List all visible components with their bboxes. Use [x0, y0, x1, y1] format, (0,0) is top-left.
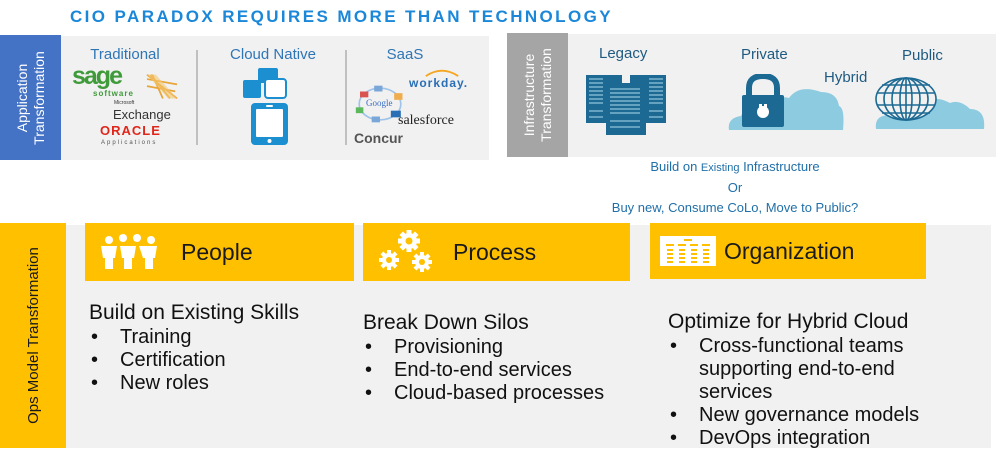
gears-icon — [379, 230, 432, 272]
padlock-cloud-icon — [728, 74, 844, 130]
workday-logo: workday. — [409, 76, 469, 90]
server-rack-icon — [586, 75, 666, 135]
concur-logo: Concur — [354, 130, 403, 146]
list-item: Provisioning — [363, 336, 604, 359]
oracle-logo: ORACLE — [100, 123, 161, 138]
process-label: Process — [453, 238, 537, 265]
organization-content: Optimize for Hybrid Cloud Cross-function… — [668, 310, 919, 450]
infrastructure-note: Build on Existing Infrastructure Or Buy … — [560, 157, 910, 218]
globe-cloud-icon — [875, 77, 985, 129]
list-item: Cross-functional teams — [668, 335, 919, 358]
organization-label: Organization — [724, 237, 855, 264]
note-text: Infrastructure — [739, 159, 820, 174]
ops-label-text: Ops Model Transformation — [24, 247, 42, 424]
label-line: Transformation — [537, 48, 554, 142]
sage-software-text: software — [93, 89, 134, 98]
hybrid-title: Hybrid — [824, 69, 868, 86]
people-group-icon — [101, 234, 157, 269]
note-line-2: Or — [727, 180, 743, 195]
people-label: People — [181, 238, 253, 265]
sage-logo: sage — [72, 62, 123, 90]
list-item: Cloud-based processes — [363, 382, 604, 405]
list-item: New roles — [89, 372, 299, 395]
list-item-continuation: supporting end-to-end — [699, 358, 895, 380]
ops-model-transformation-label: Ops Model Transformation — [0, 223, 66, 448]
people-content: Build on Existing Skills Training Certif… — [89, 301, 299, 395]
oracle-applications-text: Applications — [101, 140, 158, 146]
people-heading: Build on Existing Skills — [89, 301, 300, 324]
column-divider — [345, 50, 347, 145]
google-logo: Google — [366, 98, 393, 108]
infrastructure-transformation-label: Infrastructure Transformation — [507, 33, 568, 157]
people-header: People — [85, 223, 354, 281]
microsoft-text: Microsoft — [114, 100, 135, 106]
column-divider — [196, 50, 198, 145]
note-text-existing: Existing — [700, 162, 740, 174]
exchange-logo: Exchange — [113, 107, 171, 122]
people-bullets: Training Certification New roles — [89, 326, 299, 395]
tablet-icon — [251, 103, 288, 145]
workday-arc — [425, 69, 459, 77]
label-line: Transformation — [30, 50, 47, 145]
organization-header: Organization — [650, 223, 926, 279]
process-content: Break Down Silos Provisioning End-to-end… — [363, 311, 604, 405]
cloud-native-title: Cloud Native — [230, 46, 316, 63]
private-title: Private — [741, 46, 788, 63]
list-item: DevOps integration — [668, 427, 919, 450]
note-line-1: Build on Existing Infrastructure — [560, 157, 910, 178]
salesforce-logo: salesforce — [398, 113, 454, 128]
legacy-title: Legacy — [599, 45, 648, 62]
org-chart-icon — [660, 236, 716, 266]
cloud-app-tiles-icon — [243, 68, 287, 99]
application-transformation-label: Application Transformation — [0, 35, 61, 160]
list-item: New governance models — [668, 404, 919, 427]
label-line: Application — [13, 63, 30, 132]
traditional-title: Traditional — [90, 46, 160, 63]
process-header: Process — [363, 223, 630, 281]
saas-title: SaaS — [386, 46, 424, 63]
process-heading: Break Down Silos — [363, 311, 529, 334]
organization-bullets: Cross-functional teams supporting end-to… — [668, 335, 919, 450]
note-line-3: Buy new, Consume CoLo, Move to Public? — [611, 200, 859, 215]
page-title: CIO PARADOX REQUIRES MORE THAN TECHNOLOG… — [70, 7, 613, 26]
google-apps-ring — [355, 85, 403, 123]
label-line: Infrastructure — [520, 53, 537, 137]
process-bullets: Provisioning End-to-end services Cloud-b… — [363, 336, 604, 405]
list-item: End-to-end services — [363, 359, 604, 382]
list-item: Certification — [89, 349, 299, 372]
list-item: Training — [89, 326, 299, 349]
organization-heading: Optimize for Hybrid Cloud — [668, 310, 909, 333]
list-item-continuation: services — [699, 381, 773, 403]
public-title: Public — [902, 47, 943, 64]
exchange-icon — [146, 73, 178, 100]
note-text: Build on — [650, 159, 701, 174]
